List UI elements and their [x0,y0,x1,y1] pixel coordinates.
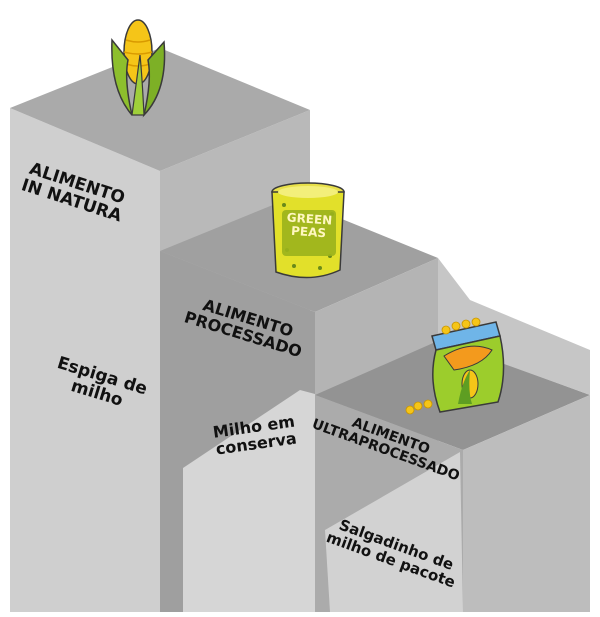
step2-lower-light-face [183,390,315,612]
step3-side-face [463,395,590,612]
can-label: GREEN PEAS [277,210,341,242]
corn-snack-bag-icon [405,317,505,415]
step3-lower-light-face [325,452,463,612]
canned-green-peas-icon [271,182,345,279]
corn-cob-icon [111,19,166,118]
step1-front-face [10,108,160,612]
step3-back-wall [438,258,590,395]
step1-top-face [10,48,310,171]
